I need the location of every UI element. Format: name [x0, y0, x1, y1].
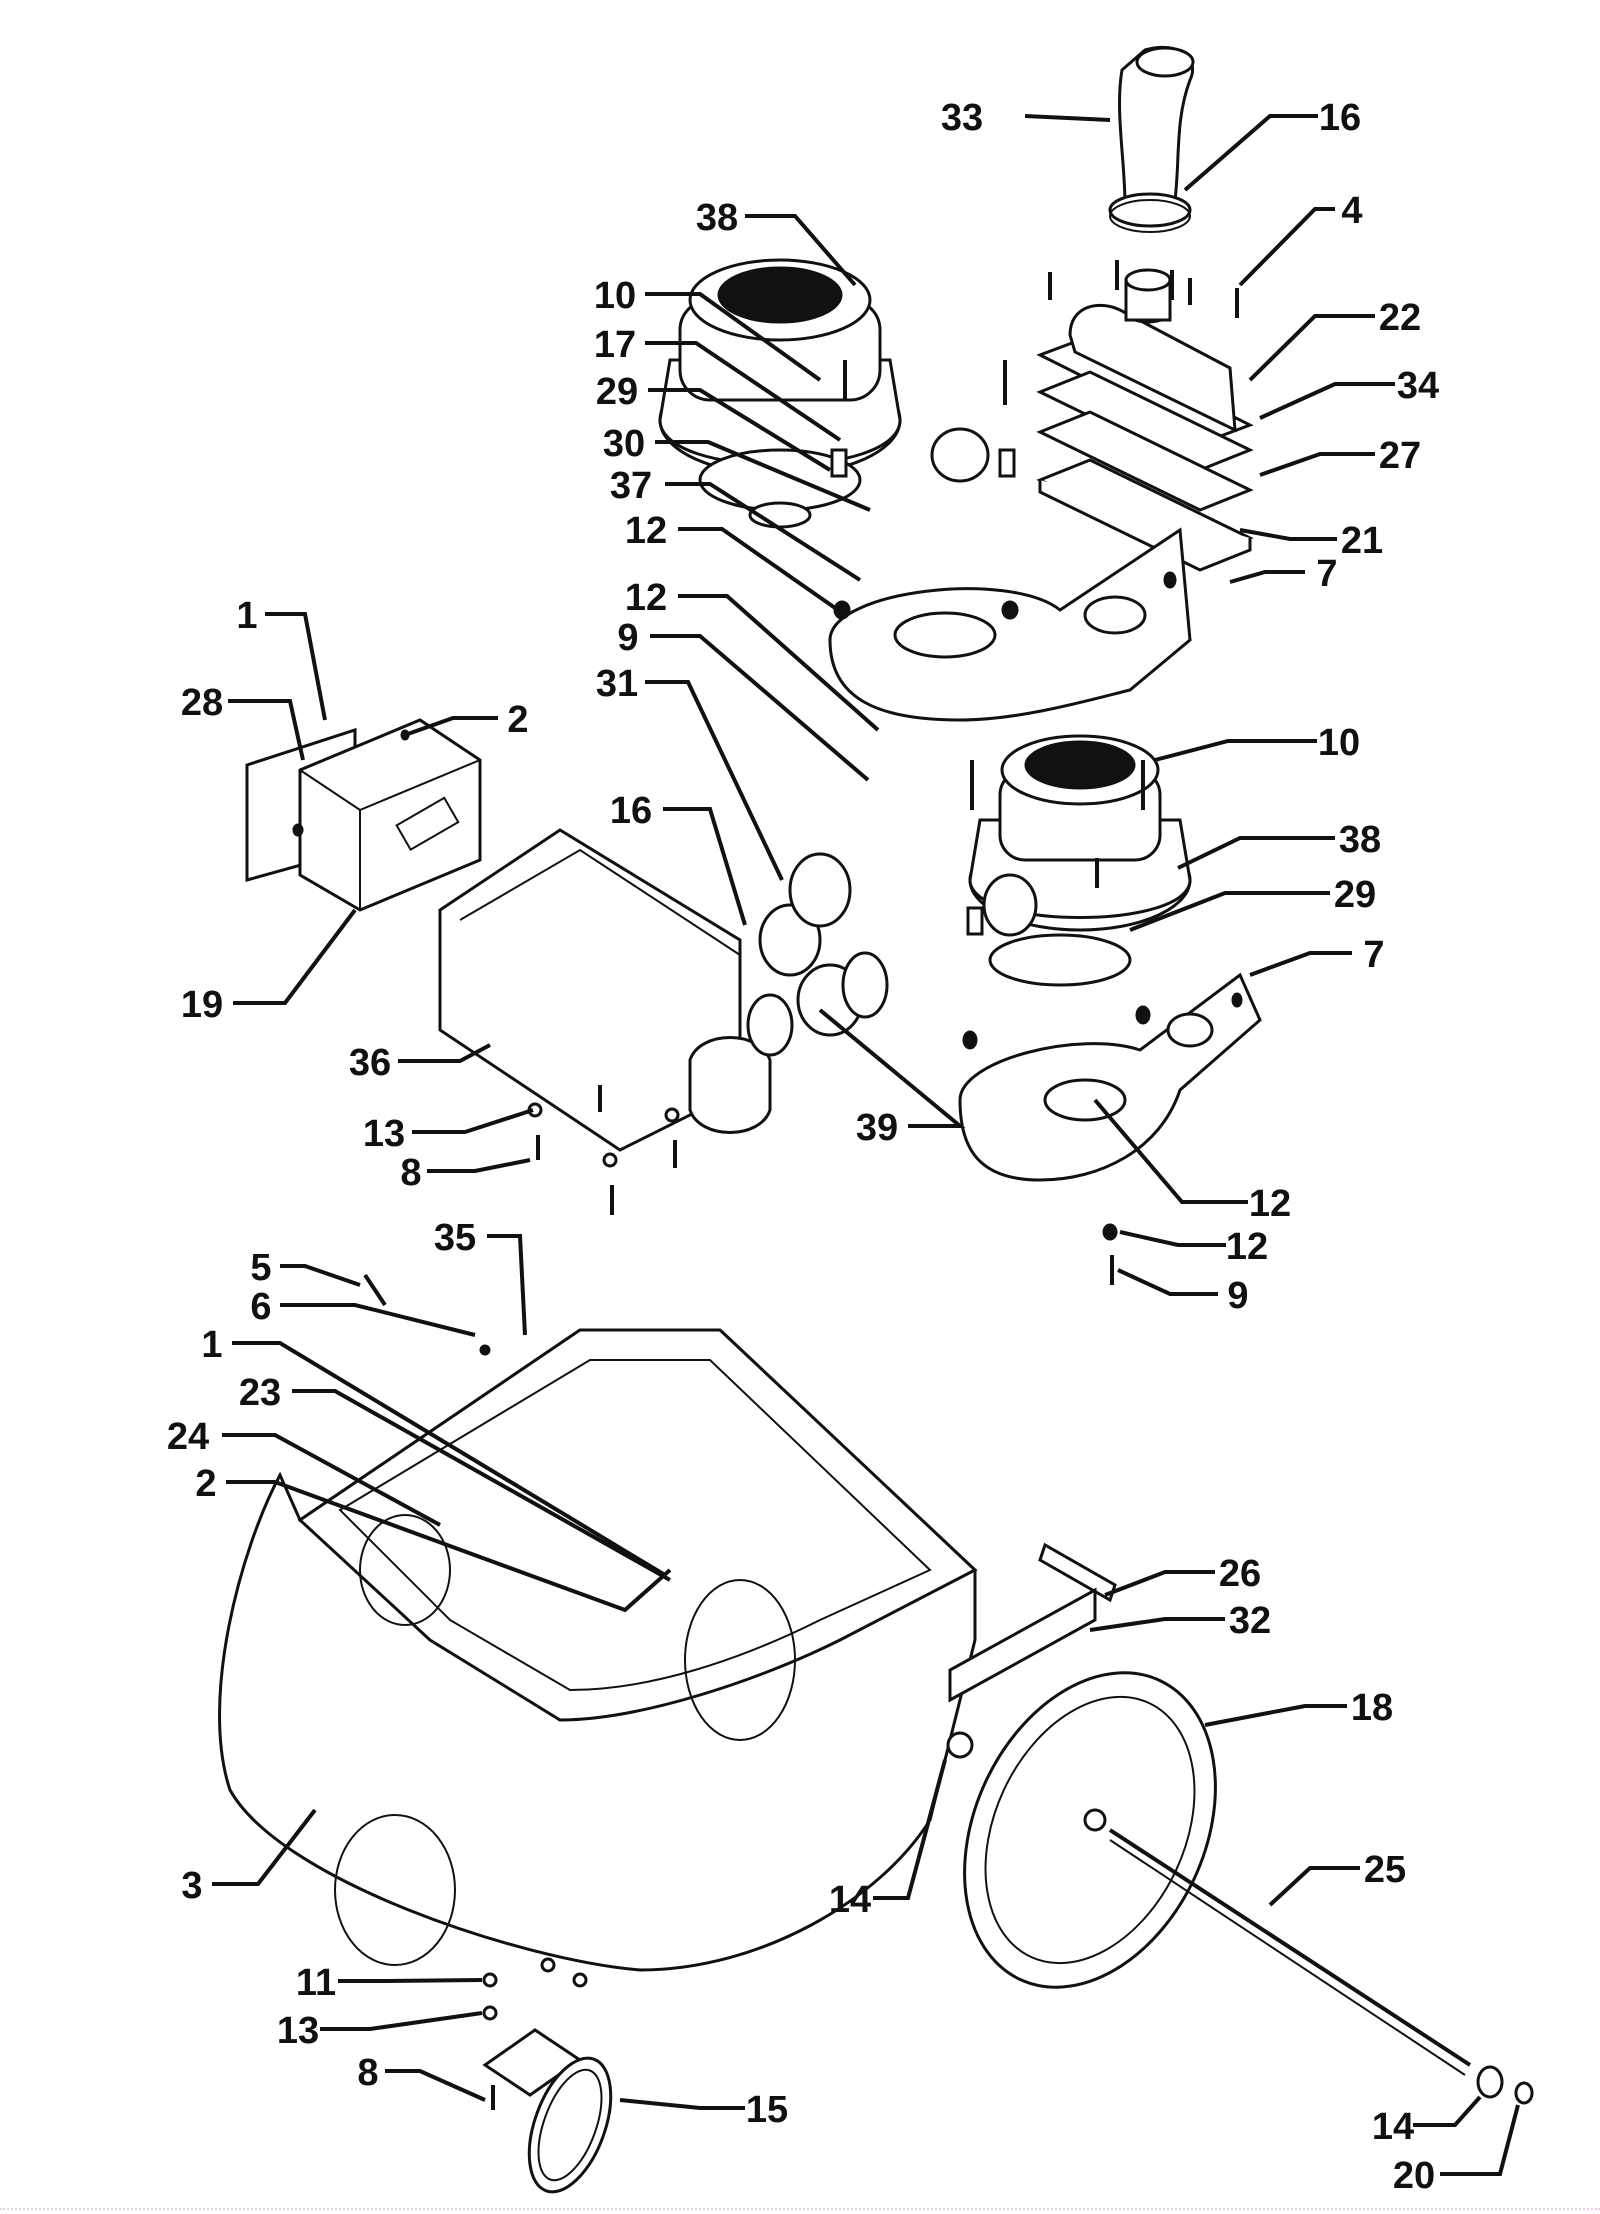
hose-clamp-top-part	[1108, 192, 1192, 233]
rear-wheel-part	[948, 1542, 1534, 2105]
motor-cover-part	[1036, 268, 1254, 442]
callout-21: 21	[1341, 520, 1383, 562]
callout-31: 31	[596, 663, 638, 705]
upper-mount-plate-part	[828, 527, 1192, 722]
callout-9: 9	[1227, 1275, 1248, 1317]
callout-32: 32	[1229, 1600, 1271, 1642]
callout-8: 8	[400, 1152, 421, 1194]
callout-16: 16	[610, 790, 652, 832]
callout-10: 10	[594, 275, 636, 317]
lower-motor-part	[966, 734, 1192, 987]
callout-38: 38	[1339, 819, 1381, 861]
callout-12: 12	[625, 577, 667, 619]
muffler-clamps-part	[746, 852, 889, 1057]
callout-4: 4	[1341, 190, 1362, 232]
callout-17: 17	[594, 324, 636, 366]
leader-lines	[212, 114, 1520, 2176]
callout-2: 2	[507, 699, 528, 741]
callout-2: 2	[195, 1463, 216, 1505]
callout-16: 16	[1319, 97, 1361, 139]
callout-28: 28	[181, 682, 223, 724]
swivel-caster-part	[482, 1957, 613, 2194]
callout-13: 13	[277, 2010, 319, 2052]
callout-12: 12	[625, 510, 667, 552]
muffler-fasteners-part	[527, 1085, 680, 1215]
callout-11: 11	[296, 1962, 336, 2004]
callout-12: 12	[1226, 1226, 1268, 1268]
callout-10: 10	[1318, 722, 1360, 764]
lower-mount-plate-part	[958, 972, 1262, 1285]
callout-35: 35	[434, 1217, 476, 1259]
callout-36: 36	[349, 1042, 391, 1084]
callout-12: 12	[1249, 1183, 1291, 1225]
callout-20: 20	[1393, 2155, 1435, 2197]
callout-30: 30	[603, 423, 645, 465]
callout-3: 3	[181, 1865, 202, 1907]
callout-34: 34	[1397, 365, 1439, 407]
callout-8: 8	[357, 2052, 378, 2094]
callout-7: 7	[1363, 934, 1384, 976]
callout-6: 6	[250, 1286, 271, 1328]
callout-38: 38	[696, 197, 738, 239]
callout-39: 39	[856, 1107, 898, 1149]
callout-22: 22	[1379, 297, 1421, 339]
callout-26: 26	[1219, 1553, 1261, 1595]
callout-25: 25	[1364, 1849, 1406, 1891]
callout-7: 7	[1316, 553, 1337, 595]
callout-14: 14	[829, 1879, 871, 1921]
callout-15: 15	[746, 2089, 788, 2131]
callout-29: 29	[1334, 874, 1376, 916]
upper-motor-part	[658, 258, 1016, 529]
callout-18: 18	[1351, 1687, 1393, 1729]
callout-24: 24	[167, 1416, 209, 1458]
callout-1: 1	[236, 595, 257, 637]
callout-29: 29	[596, 371, 638, 413]
callout-37: 37	[610, 465, 652, 507]
callout-23: 23	[239, 1372, 281, 1414]
tank-body-part	[218, 1273, 978, 1972]
callout-14: 14	[1372, 2106, 1414, 2148]
callout-5: 5	[250, 1247, 271, 1289]
callout-27: 27	[1379, 435, 1421, 477]
exhaust-muffler-part	[438, 828, 772, 1152]
callout-9: 9	[617, 617, 638, 659]
callout-1: 1	[201, 1324, 222, 1366]
gaskets-part	[1036, 370, 1254, 572]
callout-19: 19	[181, 984, 223, 1026]
callout-labels: 33 16 4 38 10 22 17 34 29 30 27 37 21 12…	[167, 97, 1439, 2197]
bottom-rule	[0, 2208, 1600, 2210]
screws-4-part	[1048, 260, 1239, 318]
callout-33: 33	[941, 97, 983, 139]
filter-assembly-part	[245, 718, 482, 912]
hose-elbow-part	[1118, 45, 1195, 207]
callout-13: 13	[363, 1113, 405, 1155]
